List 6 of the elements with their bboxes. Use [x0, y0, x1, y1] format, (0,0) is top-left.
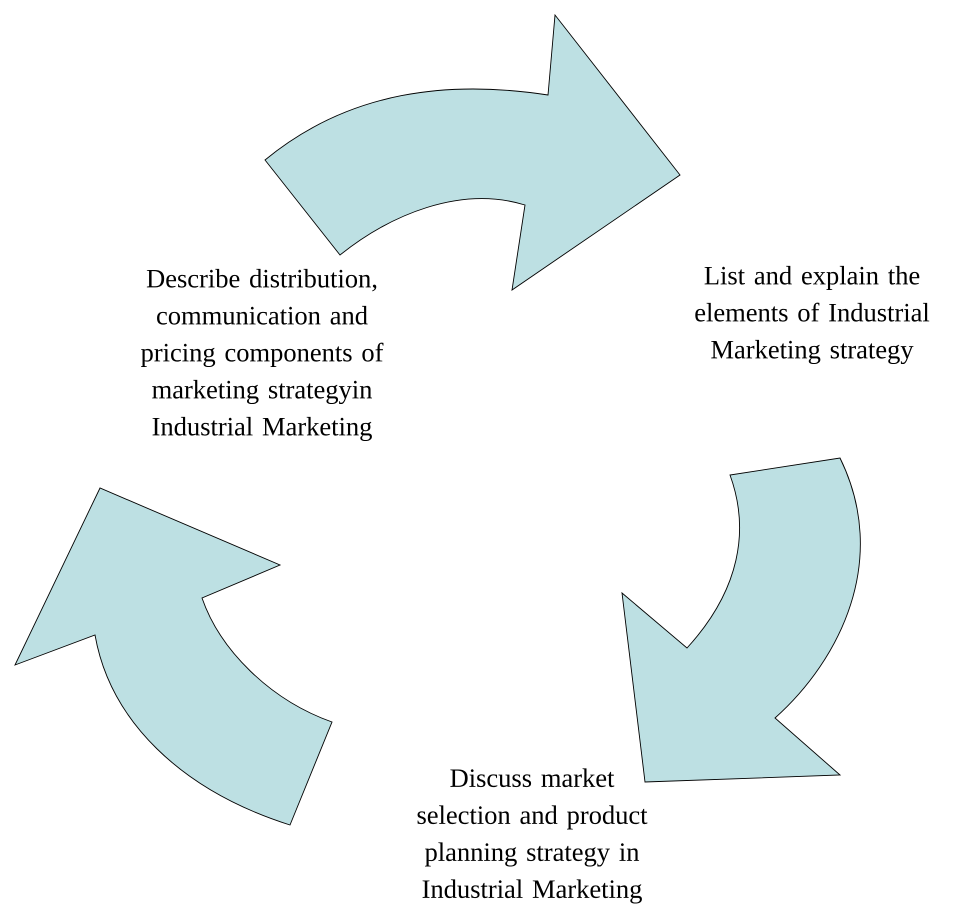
curved-block-arrow [14, 488, 332, 826]
curved-block-arrow [264, 14, 680, 290]
step-text: Describe distribution, communication and pricing components of marketing strategyin Industrial Marketing [141, 268, 384, 442]
step-text: List and explain the elements of Industrial Marketing strategy [695, 266, 930, 364]
step-text: Discuss market selection and product planning strategy in Industrial Marketing [418, 768, 648, 904]
curved-block-arrow [622, 458, 861, 782]
